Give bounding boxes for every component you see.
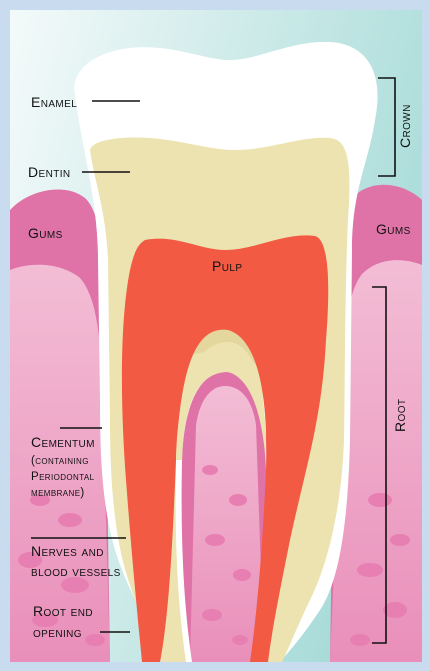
label-crown: Crown (397, 104, 413, 148)
label-rootend-1: Root end (33, 603, 93, 619)
label-pulp: Pulp (212, 258, 242, 274)
septum-bone (190, 386, 264, 662)
label-nerves-2: blood vessels (31, 563, 121, 579)
label-dentin: Dentin (28, 164, 71, 180)
label-cementum-sub2: Periodontal (31, 471, 95, 483)
label-cementum-sub3: membrane) (31, 487, 85, 499)
label-enamel: Enamel (31, 94, 77, 110)
label-gums-right: Gums (376, 221, 411, 237)
label-cementum-sub1: (containing (31, 455, 89, 467)
label-nerves-1: Nerves and (31, 543, 104, 559)
label-root: Root (392, 399, 408, 432)
label-gums-left: Gums (28, 225, 63, 241)
label-cementum: Cementum (31, 434, 95, 450)
label-rootend-2: opening (33, 624, 82, 640)
